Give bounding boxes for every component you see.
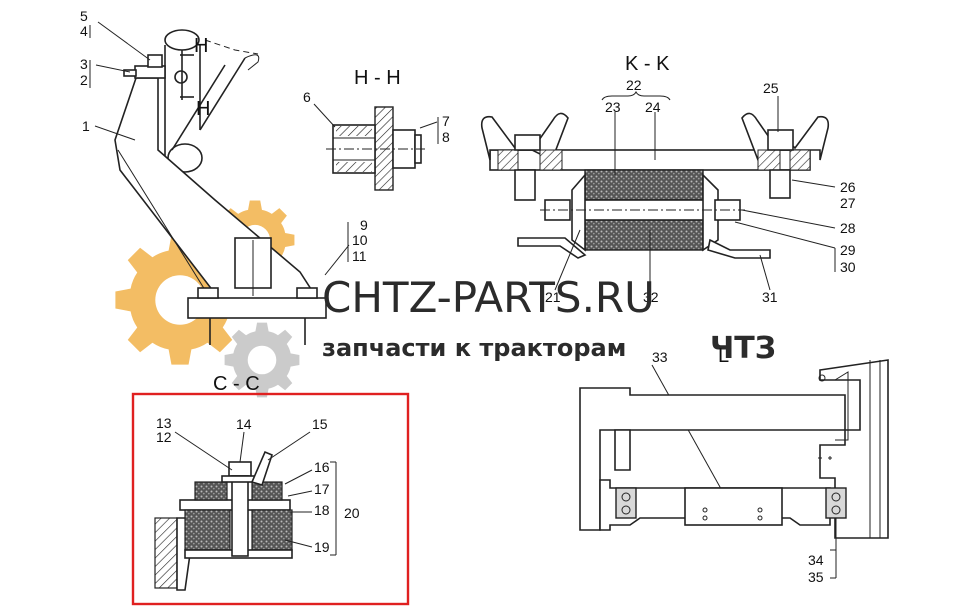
callout-18: 18 bbox=[314, 502, 330, 518]
callout-24: 24 bbox=[645, 99, 661, 115]
callout-23: 23 bbox=[605, 99, 621, 115]
callout-12: 12 bbox=[156, 429, 172, 445]
callout-2: 2 bbox=[80, 72, 88, 88]
section-title-c-c: C - C bbox=[213, 373, 260, 395]
callout-21: 21 bbox=[545, 289, 561, 305]
callout-30: 30 bbox=[840, 259, 856, 275]
callout-20: 20 bbox=[344, 505, 360, 521]
base-bracket bbox=[187, 237, 327, 345]
callout-6: 6 bbox=[303, 89, 311, 105]
section-title-h-h: H - H bbox=[354, 67, 401, 89]
callout-17: 17 bbox=[314, 481, 330, 497]
watermark-logo-text: ЧТЗ bbox=[710, 331, 776, 366]
callout-16: 16 bbox=[314, 459, 330, 475]
callout-22: 22 bbox=[626, 77, 642, 93]
cut-mark-h-bottom: H bbox=[196, 98, 210, 120]
callout-34: 34 bbox=[808, 552, 824, 568]
callout-35: 35 bbox=[808, 569, 824, 585]
watermark-text: CHTZ-PARTS.RU запчасти к тракторам ЧТЗ bbox=[322, 273, 776, 366]
callout-33: 33 bbox=[652, 349, 668, 365]
callout-28: 28 bbox=[840, 220, 856, 236]
callout-4: 4 bbox=[80, 23, 88, 39]
main-view-leaders bbox=[94, 21, 350, 276]
callout-19: 19 bbox=[314, 539, 330, 555]
callout-8: 8 bbox=[442, 129, 450, 145]
cut-mark-h-top: H bbox=[194, 35, 208, 57]
view-l: L 33 34 35 bbox=[579, 345, 889, 585]
watermark-gear-small bbox=[224, 322, 300, 398]
callout-29: 29 bbox=[840, 242, 856, 258]
callout-13: 13 bbox=[156, 415, 172, 431]
tube-part bbox=[164, 29, 260, 173]
section-c-c: C - C 13 12 14 15 16 17 18 bbox=[131, 373, 410, 606]
callout-5: 5 bbox=[80, 8, 88, 24]
callout-25: 25 bbox=[763, 80, 779, 96]
callout-32: 32 bbox=[643, 289, 659, 305]
section-title-k-k: K - K bbox=[625, 53, 670, 75]
callout-15: 15 bbox=[312, 416, 328, 432]
watermark-title: CHTZ-PARTS.RU bbox=[322, 273, 655, 322]
main-view: H H 5 4 3 2 1 9 10 11 bbox=[80, 8, 368, 345]
section-h-h: H - H 6 7 8 bbox=[303, 67, 450, 191]
callout-11: 11 bbox=[352, 248, 367, 264]
callout-3: 3 bbox=[80, 56, 88, 72]
callout-1: 1 bbox=[82, 118, 90, 134]
cut-line-h: H H bbox=[180, 35, 210, 120]
callout-7: 7 bbox=[442, 113, 450, 129]
callout-14: 14 bbox=[236, 416, 252, 432]
section-title-l: L bbox=[718, 345, 729, 367]
callout-31: 31 bbox=[762, 289, 778, 305]
callout-10: 10 bbox=[352, 232, 368, 248]
callout-27: 27 bbox=[840, 195, 856, 211]
watermark-subtitle: запчасти к тракторам bbox=[322, 334, 626, 362]
callout-9: 9 bbox=[360, 217, 368, 233]
top-bolt-assembly bbox=[123, 54, 188, 84]
section-k-k: K - K bbox=[480, 53, 856, 305]
callout-26: 26 bbox=[840, 179, 856, 195]
highlight-frame bbox=[131, 392, 410, 606]
